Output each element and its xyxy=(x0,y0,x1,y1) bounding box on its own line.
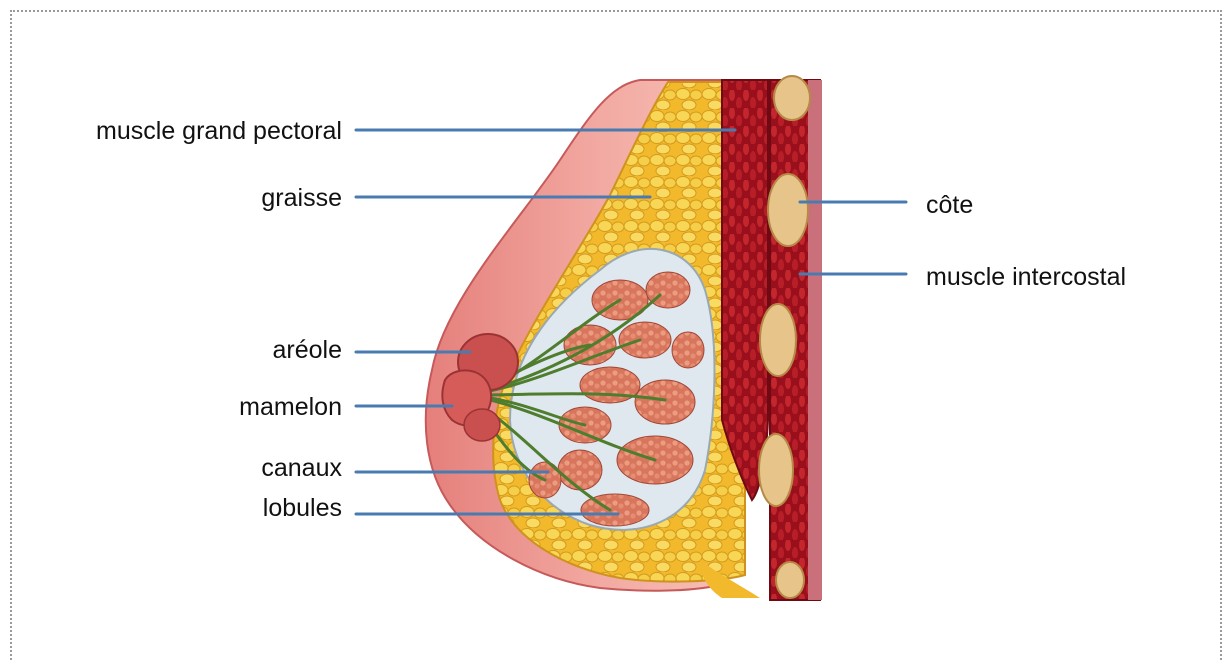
label-nipple: mamelon xyxy=(20,393,342,422)
label-fat: graisse xyxy=(20,184,342,213)
pectoral-muscle xyxy=(722,80,768,500)
chest-wall-lining xyxy=(808,80,822,600)
label-areola: aréole xyxy=(20,336,342,365)
label-rib: côte xyxy=(926,191,973,220)
label-pectoral-muscle: muscle grand pectoral xyxy=(20,117,342,146)
label-intercostal-muscle: muscle intercostal xyxy=(926,263,1126,292)
label-ducts: canaux xyxy=(20,454,342,483)
label-lobules: lobules xyxy=(20,494,342,523)
